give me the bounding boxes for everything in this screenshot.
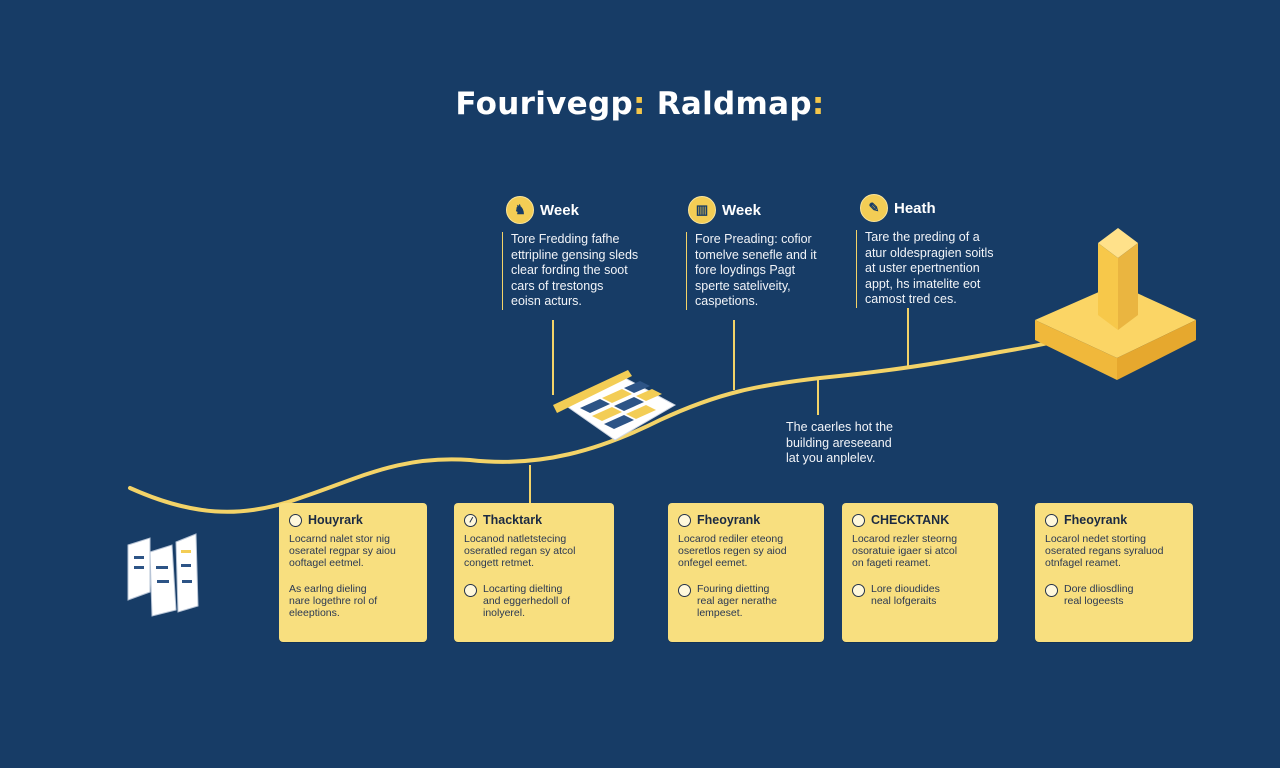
books-icon: ▥ [688, 196, 716, 224]
task-title: Thacktark [483, 513, 543, 527]
milestone-description: Tare the preding of a atur oldespragien … [856, 230, 994, 308]
subtask-line: neal lofgeraits [871, 595, 937, 607]
description-line: osoratuie igaer si atcol [852, 545, 958, 557]
milestone-3: ✎ Heath Tare the preding of a atur oldes… [856, 194, 994, 308]
subtask-line: real ager nerathe [697, 595, 777, 607]
task-title: Fheoyrank [697, 513, 761, 527]
task-card[interactable]: Fheoyrank Locarol nedet storting oserate… [1035, 503, 1193, 642]
task-radio[interactable] [852, 513, 865, 527]
subtask-line: eleeptions. [289, 607, 340, 619]
description-line: oserated regans syraluod [1045, 545, 1164, 557]
subtask-radio[interactable] [1045, 584, 1058, 597]
note-line: The caerles hot the [786, 420, 894, 434]
description-line: Fore Preading: cofior [695, 232, 812, 246]
description-line: appt, hs imatelite eot [865, 276, 981, 291]
description-line: camost tred ces. [865, 292, 957, 306]
subtask-line: Locarting dielting [483, 583, 563, 595]
milestone-heading: Week [722, 201, 761, 219]
description-line: onfegel eemet. [678, 557, 748, 569]
subtask-text: Locarting dielting and eggerhedoll of in… [483, 583, 570, 619]
description-line: Locarod rezler steorng [852, 533, 958, 545]
page-title: Fourivegp: Raldmap: [0, 86, 1280, 122]
subtask-line: Lore dioudides [871, 583, 940, 595]
task-card[interactable]: Thacktark Locanod natletstecing oseratle… [454, 503, 614, 642]
chair-icon: ♞ [506, 196, 534, 224]
description-line: tomelve senefle and it [695, 247, 817, 262]
path-note: The caerles hot the building areseeand l… [786, 420, 893, 467]
task-radio[interactable] [1045, 513, 1058, 527]
description-line: Tare the preding of a [865, 230, 980, 244]
subtask-text: Lore dioudides neal lofgeraits [871, 583, 940, 607]
description-line: sperte sateliveity, [695, 278, 791, 293]
title-second: Raldmap [645, 86, 812, 122]
note-line: lat you anplelev. [786, 451, 876, 465]
task-description: Locarod rezler steorng osoratuie igaer s… [852, 533, 988, 569]
description-line: Locanod natletstecing [464, 533, 567, 545]
subtask-line: real logeests [1064, 595, 1124, 607]
subtask-line: lempeset. [697, 607, 743, 619]
task-title: Houyrark [308, 513, 363, 527]
task-title: CHECKTANK [871, 513, 950, 527]
documents-illustration [127, 533, 199, 617]
task-card[interactable]: CHECKTANK Locarod rezler steorng osoratu… [842, 503, 998, 642]
description-line: Locarod rediler eteong [678, 533, 784, 545]
task-card[interactable]: Fheoyrank Locarod rediler eteong oseretl… [668, 503, 824, 642]
subtask-line: Dore dliosdling [1064, 583, 1134, 595]
description-line: at uster epertnention [865, 261, 980, 275]
task-description: Locarod rediler eteong oseretlos regen s… [678, 533, 814, 569]
description-line: Tore Fredding fafhe [511, 232, 620, 246]
milestone-2: ▥ Week Fore Preading: cofior tomelve sen… [686, 196, 817, 310]
description-line: congett retmet. [464, 557, 535, 569]
subtask-text: Dore dliosdling real logeests [1064, 583, 1133, 607]
milestone-heading: Heath [894, 199, 936, 217]
note-line: building areseeand [786, 435, 892, 450]
subtask-line: Fouring dietting [697, 583, 770, 595]
milestone-heading: Week [540, 201, 579, 219]
task-radio-checked[interactable] [464, 513, 477, 527]
description-line: cars of trestongs [511, 278, 604, 293]
task-description: Locarol nedet storting oserated regans s… [1045, 533, 1183, 569]
description-line: ooftagel eetmel. [289, 557, 364, 569]
title-colon: : [632, 86, 646, 122]
description-line: eoisn acturs. [511, 294, 582, 308]
description-line: otnfagel reamet. [1045, 557, 1121, 569]
milestone-1: ♞ Week Tore Fredding fafhe ettripline ge… [502, 196, 638, 310]
subtask-radio[interactable] [678, 584, 691, 597]
goal-platform-illustration [1035, 228, 1196, 380]
description-line: ettripline gensing sleds [511, 247, 639, 262]
task-title: Fheoyrank [1064, 513, 1128, 527]
calendar-illustration [553, 370, 677, 441]
description-line: oseratled regan sy atcol [464, 545, 576, 557]
title-main: Fourivegp [455, 86, 633, 122]
task-radio[interactable] [289, 513, 302, 527]
subtask-line: nare logethre rol of [289, 595, 378, 607]
task-radio[interactable] [678, 513, 691, 527]
description-line: oseretlos regen sy aiod [678, 545, 787, 557]
subtask-radio[interactable] [852, 584, 865, 597]
description-line: Locarnd nalet stor nig [289, 533, 390, 545]
description-line: oseratel regpar sy aiou [289, 545, 396, 557]
subtask-radio[interactable] [464, 584, 477, 597]
subtask-text: As earlng dieling nare logethre rol of e… [289, 583, 377, 619]
description-line: atur oldespragien soitls [865, 245, 994, 260]
subtask-text: Fouring dietting real ager nerathe lempe… [697, 583, 777, 619]
pencil-icon: ✎ [860, 194, 888, 222]
milestone-description: Fore Preading: cofior tomelve senefle an… [686, 232, 817, 310]
subtask-line: inolyerel. [483, 607, 526, 619]
description-line: Locarol nedet storting [1045, 533, 1146, 545]
milestone-description: Tore Fredding fafhe ettripline gensing s… [502, 232, 638, 310]
task-card[interactable]: Houyrark Locarnd nalet stor nig oseratel… [279, 503, 427, 642]
task-description: Locanod natletstecing oseratled regan sy… [464, 533, 604, 569]
description-line: clear fording the soot [511, 263, 628, 277]
description-line: fore loydings Pagt [695, 263, 796, 277]
description-line: on fageti reamet. [852, 557, 931, 569]
task-description: Locarnd nalet stor nig oseratel regpar s… [289, 533, 417, 569]
roadmap-path [128, 338, 1062, 514]
title-colon: : [811, 86, 825, 122]
description-line: caspetions. [695, 294, 759, 308]
subtask-line: and eggerhedoll of [483, 595, 570, 607]
subtask-line: As earlng dieling [289, 583, 367, 595]
